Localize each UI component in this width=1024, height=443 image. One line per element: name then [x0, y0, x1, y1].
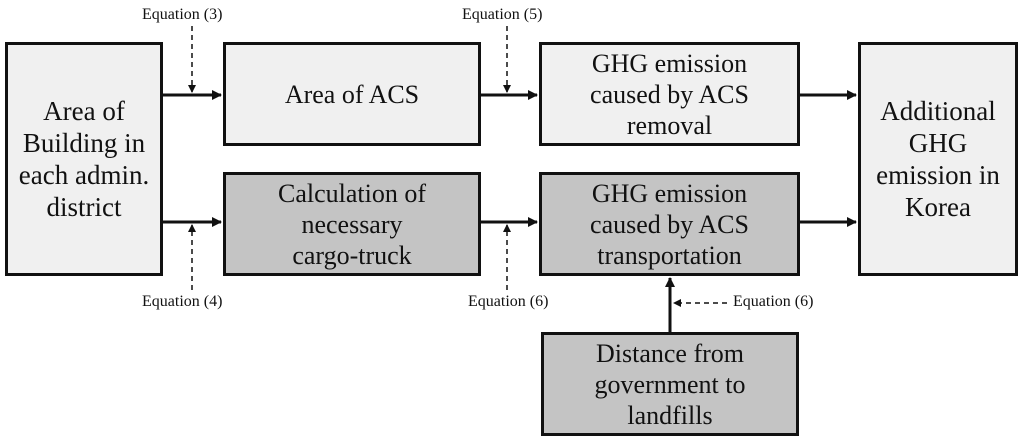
- box-distance-to-landfills: Distance from government to landfills: [541, 332, 799, 436]
- box-ghg-emission-transportation: GHG emission caused by ACS transportatio…: [539, 172, 800, 276]
- equation-6-label-right: Equation (6): [733, 293, 814, 310]
- box-ghg-emission-removal: GHG emission caused by ACS removal: [539, 42, 800, 146]
- equation-5-label: Equation (5): [462, 6, 543, 23]
- box-additional-ghg-emission: Additional GHG emission in Korea: [858, 42, 1018, 276]
- equation-3-label: Equation (3): [142, 6, 223, 23]
- box-area-of-building: Area of Building in each admin. district: [5, 42, 163, 276]
- box-area-of-acs: Area of ACS: [223, 42, 481, 146]
- box-calculation-cargo-truck: Calculation of necessary cargo-truck: [223, 172, 481, 276]
- equation-4-label: Equation (4): [142, 293, 223, 310]
- equation-6-label-bottom: Equation (6): [468, 293, 549, 310]
